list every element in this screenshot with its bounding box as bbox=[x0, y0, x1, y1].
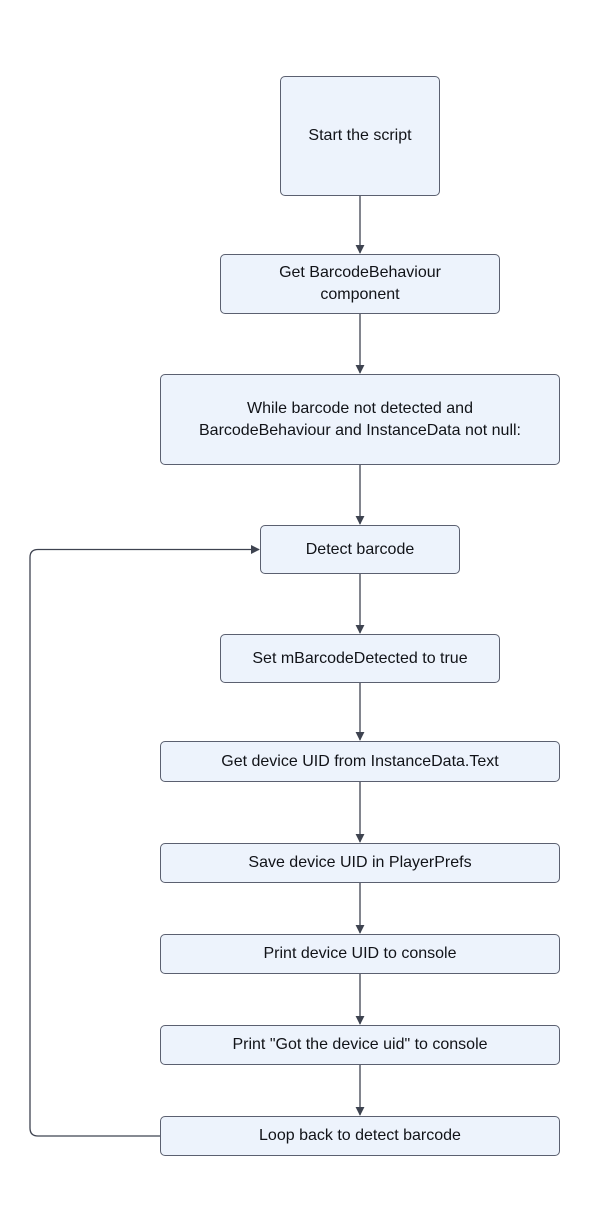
step-label: Loop back to detect barcode bbox=[259, 1127, 461, 1144]
step-label: Save device UID in PlayerPrefs bbox=[248, 854, 472, 871]
step-loop-back: Loop back to detect barcode bbox=[160, 1116, 560, 1156]
step-print-got-uid-message: Print "Got the device uid" to console bbox=[160, 1025, 560, 1065]
step-start: Start the script bbox=[280, 76, 440, 196]
step-get-device-uid: Get device UID from InstanceData.Text bbox=[160, 741, 560, 782]
step-while-condition: While barcode not detected and BarcodeBe… bbox=[160, 374, 560, 465]
step-label: While barcode not detected and BarcodeBe… bbox=[199, 399, 521, 439]
step-save-device-uid: Save device UID in PlayerPrefs bbox=[160, 843, 560, 883]
step-label: Detect barcode bbox=[305, 540, 415, 558]
step-label: Print "Got the device uid" to console bbox=[232, 1036, 488, 1053]
step-get-barcode-behaviour: Get BarcodeBehaviour component bbox=[220, 254, 500, 314]
loop-back-connector bbox=[29, 545, 260, 1137]
step-set-detected-flag: Set mBarcodeDetected to true bbox=[220, 634, 500, 683]
step-label: Get device UID from InstanceData.Text bbox=[221, 752, 499, 770]
step-label: Print device UID to console bbox=[263, 945, 457, 962]
step-detect-barcode: Detect barcode bbox=[260, 525, 460, 574]
step-label: Get BarcodeBehaviour component bbox=[279, 264, 441, 303]
step-label: Start the script bbox=[308, 127, 412, 144]
step-print-device-uid: Print device UID to console bbox=[160, 934, 560, 974]
step-label: Set mBarcodeDetected to true bbox=[252, 649, 468, 667]
